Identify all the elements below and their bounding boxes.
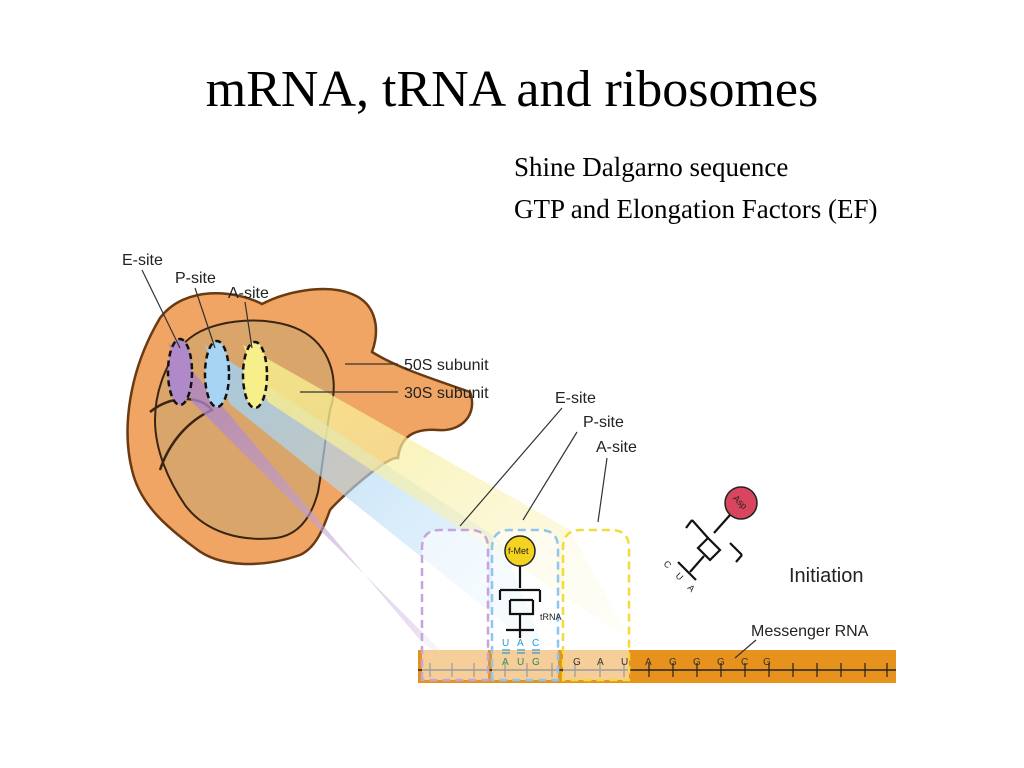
mrna-a-site-box [561,528,631,682]
codon-base: A [645,657,652,668]
trna-label: tRNA [540,612,562,622]
anticodon-2: A [517,638,524,649]
ribosome-a-site [241,340,269,410]
codon-start-1: A [502,657,509,668]
incoming-anticodon-2: U [674,571,686,583]
codon-base: G [717,657,725,668]
fmet-ball [504,535,536,567]
bullet-shine-dalgarno: Shine Dalgarno sequence [514,152,789,182]
codon-start-3: G [532,657,540,668]
mrna-strand [418,650,896,683]
incoming-anticodon-3: A [686,583,697,594]
bullet-gtp-ef: GTP and Elongation Factors (EF) [514,194,878,224]
codon-base: C [741,657,748,668]
stage-label: Initiation [789,565,864,587]
initiator-trna [498,566,542,638]
large-subunit-label: 50S subunit [404,357,489,374]
mrna-p-site-box [490,528,560,682]
anticodon-3: C [532,638,539,649]
asp-ball [724,486,758,520]
codon-base: U [621,657,628,668]
incoming-anticodon-1: C [662,559,674,571]
ribosome-e-site [166,337,194,407]
codon-base: A [597,657,604,668]
mrna-label: Messenger RNA [751,623,869,640]
codon-base: G [693,657,701,668]
ribosome-p-site [203,339,231,409]
fmet-label: f-Met [508,546,529,556]
incoming-trna [677,514,743,581]
ribosome-p-site-label: P-site [175,270,216,287]
codon-start-2: U [517,657,524,668]
small-subunit-label: 30S subunit [404,385,489,402]
ribosome-a-site-label: A-site [228,285,269,302]
codon-base: G [573,657,581,668]
codon-base: G [669,657,677,668]
mrna-e-site-label: E-site [555,390,596,407]
mrna-a-site-label: A-site [596,439,637,456]
codon-base: G [763,657,771,668]
slide-title: mRNA, tRNA and ribosomes [205,61,819,118]
anticodon-1: U [502,638,509,649]
ribosome-e-site-label: E-site [122,252,163,269]
mrna-p-site-label: P-site [583,414,624,431]
mrna-e-site-box [420,528,490,682]
